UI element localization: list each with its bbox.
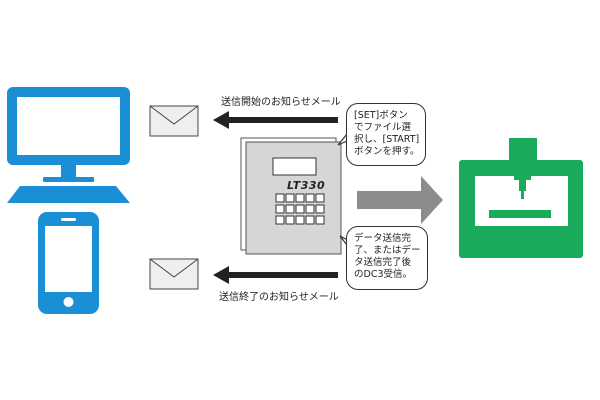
mail-end-label: 送信終了のお知らせメール (219, 292, 339, 303)
bubble-top: [SET]ボタン でファイル選 択し、[START] ボタンを押す。 (346, 103, 426, 166)
envelope-icon (149, 105, 199, 137)
bubble-top-line: でファイル選 (354, 122, 412, 133)
cnc-machine-icon (459, 138, 583, 258)
device-model-label: LT330 (287, 179, 326, 192)
bubble-bottom-line: 了、またはデー (354, 245, 421, 256)
mail-start-label: 送信開始のお知らせメール (221, 97, 341, 108)
bubble-bottom-line: データ送信完 (354, 233, 412, 244)
lt330-terminal-icon (240, 137, 342, 255)
transfer-arrow (357, 176, 443, 224)
bubble-top-line: 択し、[START] (354, 134, 420, 145)
smartphone-icon (38, 212, 99, 314)
bubble-bottom-line: のDC3受信。 (354, 269, 412, 280)
desktop-computer-icon (7, 87, 130, 203)
envelope-icon (149, 258, 199, 290)
mail-end-arrow (213, 266, 338, 284)
bubble-top-line: ボタンを押す。 (354, 146, 420, 157)
bubble-top-line: [SET]ボタン (354, 110, 408, 121)
bubble-bottom: データ送信完 了、またはデー タ送信完了後 のDC3受信。 (346, 226, 428, 290)
bubble-bottom-line: タ送信完了後 (354, 257, 412, 268)
mail-start-arrow (213, 111, 338, 129)
